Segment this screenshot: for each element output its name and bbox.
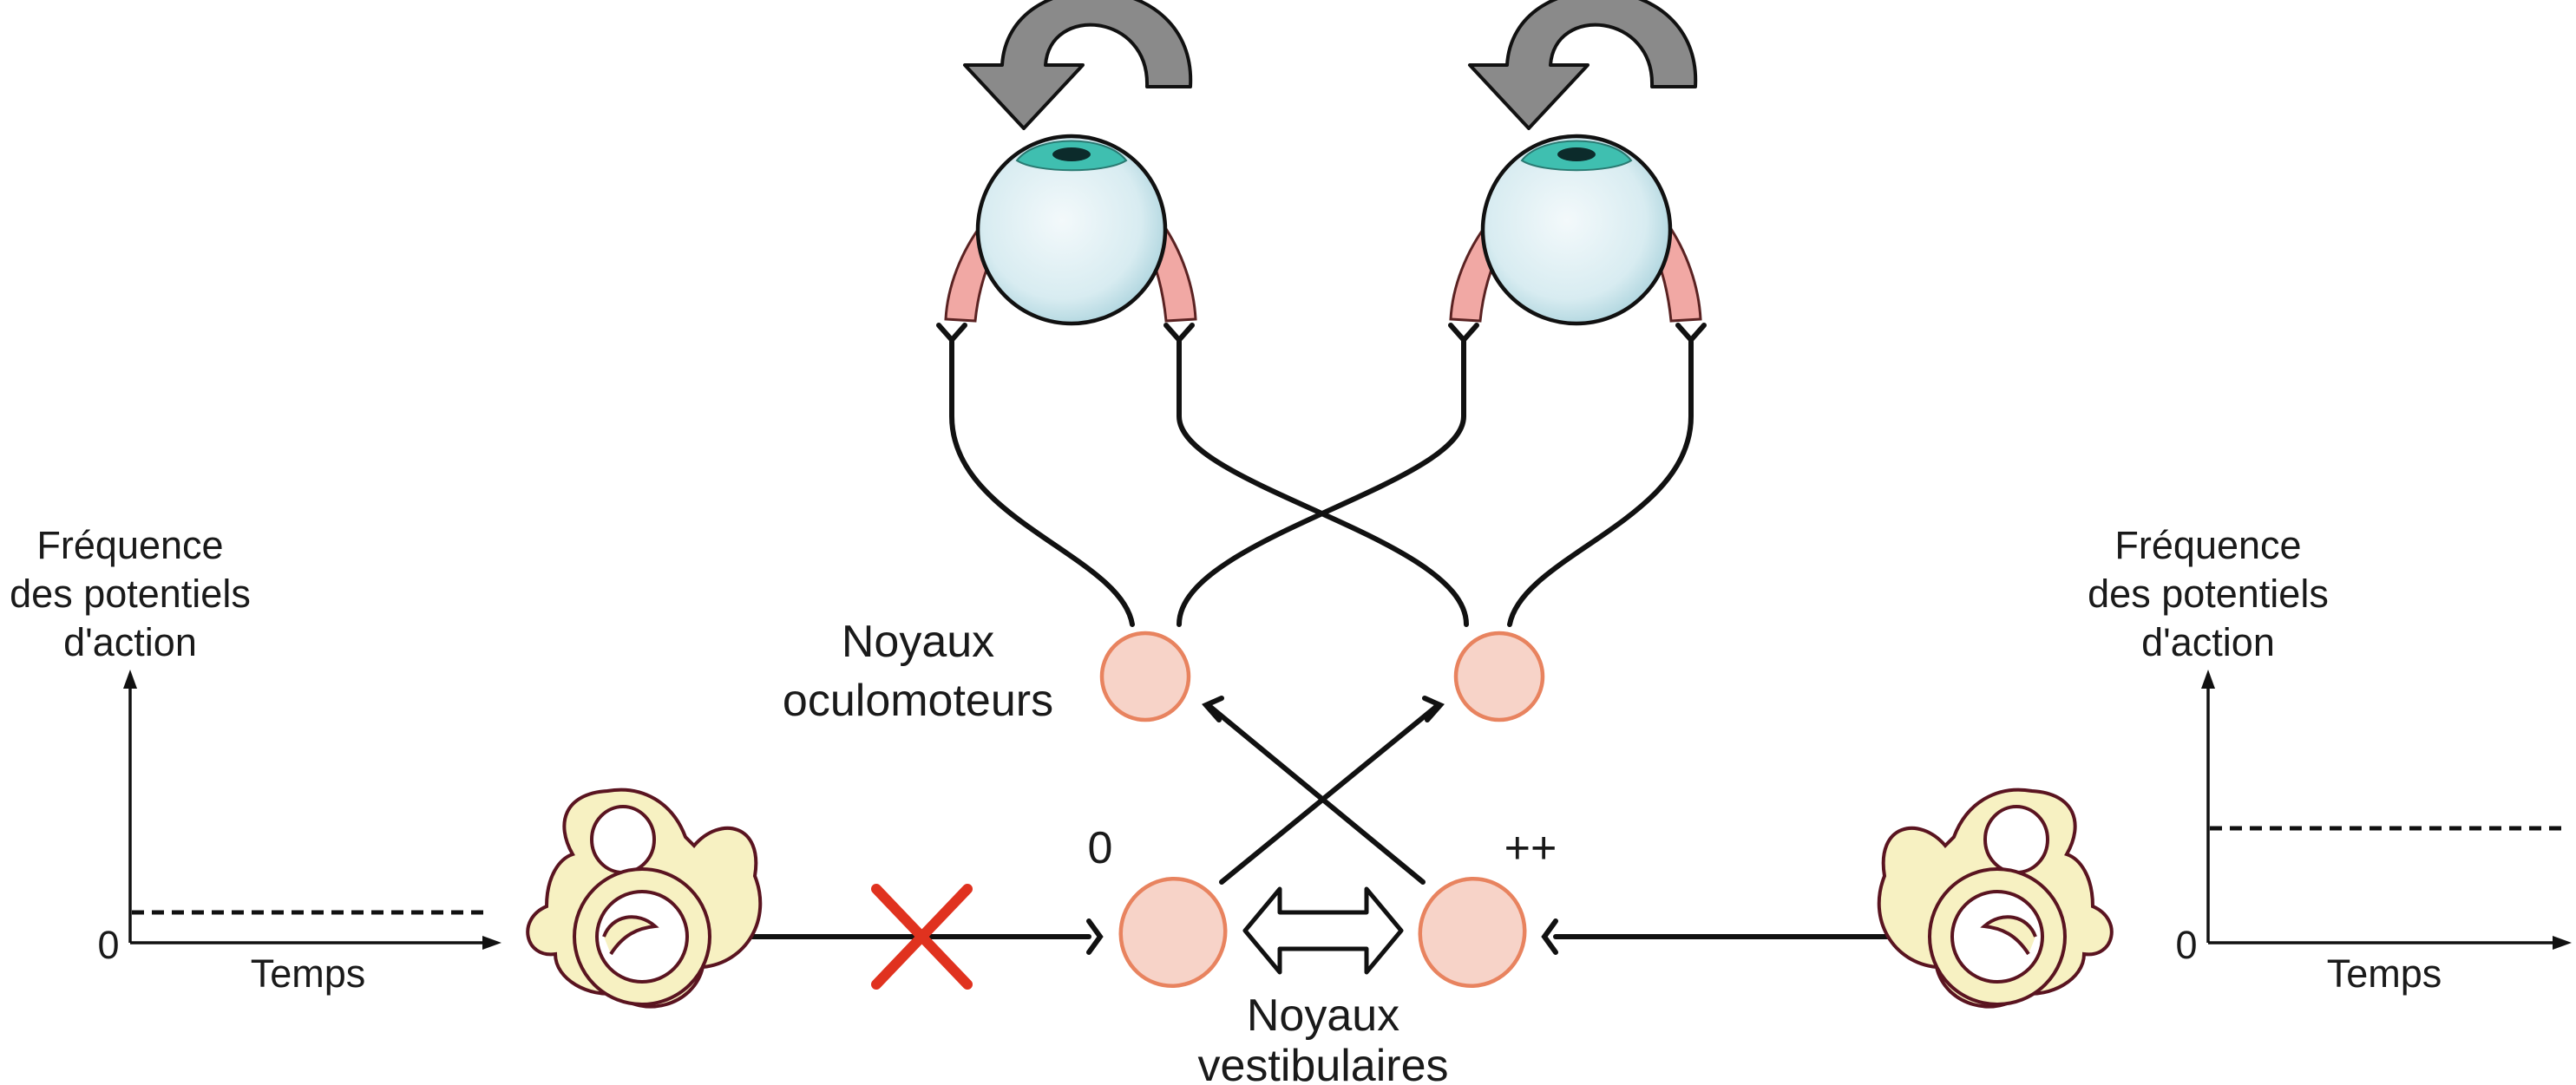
left-graph-ylabel-3: d'action xyxy=(63,620,197,664)
right-eyeball xyxy=(1480,134,1673,326)
oculomotor-nuclei xyxy=(1099,631,1545,722)
right-eye-rotation-arrow-icon xyxy=(1468,0,1698,131)
left-graph-ylabel-1: Fréquence xyxy=(36,523,223,567)
left-graph-xlabel: Temps xyxy=(251,951,366,996)
vestibular-nuclei xyxy=(1118,876,1527,989)
right-graph-y-arrowhead xyxy=(2201,670,2215,689)
oculomotor-projections xyxy=(949,337,1694,627)
oculomotor-nuclei-label-2: oculomoteurs xyxy=(783,676,1053,726)
right-cochlea-spiral xyxy=(1980,915,2037,956)
right-graph-x-arrowhead xyxy=(2553,936,2572,950)
right-nucleus-to-left-lateral xyxy=(1177,337,1469,627)
left-inner-ear-icon xyxy=(526,788,763,1009)
synapse-terminal-icon xyxy=(1541,918,1558,955)
right-vestibular-to-left-oculomotor xyxy=(1208,704,1426,885)
left-pupil xyxy=(1052,147,1091,161)
right-graph-origin: 0 xyxy=(2175,923,2197,967)
vestibular-nuclei-label-1: Noyaux xyxy=(1247,990,1399,1041)
left-nucleus-to-left-medial xyxy=(949,337,1135,627)
left-vestibular-to-right-oculomotor xyxy=(1219,704,1439,885)
right-graph-ylabel-3: d'action xyxy=(2141,620,2275,664)
muscle-synapses xyxy=(936,323,1707,344)
left-graph-y-arrowhead xyxy=(123,670,137,689)
right-graph-ylabel-2: des potentiels xyxy=(2088,572,2329,616)
right-canal-lateral xyxy=(1950,890,2044,984)
left-graph-x-arrowhead xyxy=(482,936,501,950)
synapse-terminal-icon xyxy=(1422,696,1445,722)
vestibular-to-oculomotor-projections xyxy=(1202,696,1445,885)
right-inner-ear-icon xyxy=(1877,788,2114,1009)
right-nucleus-to-right-lateral xyxy=(1507,337,1694,627)
left-cochlea-spiral xyxy=(602,915,659,956)
left-eye-rotation-arrow-icon xyxy=(963,0,1193,131)
left-eyeball xyxy=(975,134,1168,326)
left-frequency-graph: Fréquence des potentiels d'action 0 Temp… xyxy=(10,523,501,996)
oculomotor-nuclei-label-1: Noyaux xyxy=(842,617,994,667)
right-graph-xlabel: Temps xyxy=(2327,951,2442,996)
right-eye-icon xyxy=(1449,134,1702,326)
right-graph-ylabel-1: Fréquence xyxy=(2114,523,2301,567)
double-headed-arrow-icon xyxy=(1242,886,1404,975)
left-oculomotor-nucleus xyxy=(1099,631,1191,722)
vestibular-nuclei-label-2: vestibulaires xyxy=(1197,1041,1448,1085)
synapse-terminal-icon xyxy=(1086,918,1104,955)
left-canal-lateral xyxy=(595,890,689,984)
right-vestibular-activity-label: ++ xyxy=(1504,823,1557,873)
left-canal-anterior xyxy=(590,805,656,874)
left-eye-icon xyxy=(944,134,1197,326)
right-pupil xyxy=(1557,147,1596,161)
left-vestibular-activity-label: 0 xyxy=(1088,823,1113,873)
right-vestibular-nucleus xyxy=(1418,876,1527,989)
right-frequency-graph: Fréquence des potentiels d'action 0 Temp… xyxy=(2088,523,2572,996)
left-graph-ylabel-2: des potentiels xyxy=(10,572,251,616)
right-canal-anterior xyxy=(1983,805,2049,874)
synapse-terminal-icon xyxy=(1202,696,1224,722)
left-nucleus-to-right-medial xyxy=(1177,337,1466,627)
right-oculomotor-nucleus xyxy=(1453,631,1545,722)
left-vestibular-nucleus xyxy=(1118,876,1228,989)
lesion-red-x-icon xyxy=(871,884,973,990)
left-graph-origin: 0 xyxy=(97,923,119,967)
